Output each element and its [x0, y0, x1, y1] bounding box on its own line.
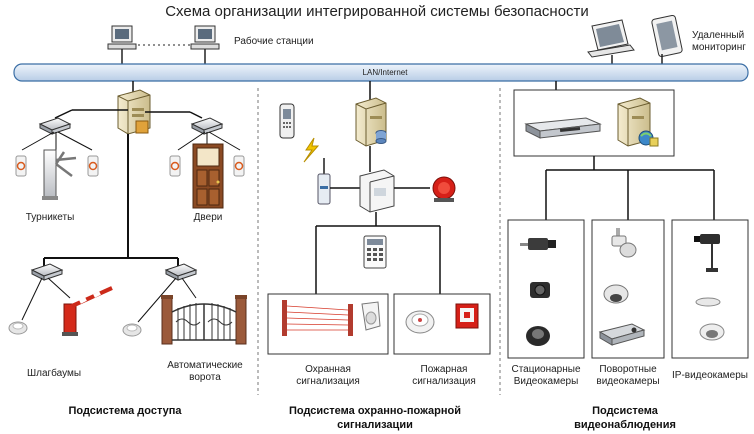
ptz-camera-icon — [611, 228, 637, 258]
doors-label: Двери — [193, 212, 223, 223]
speed-dome-camera-icon — [603, 284, 629, 304]
automatic-gate-icon — [161, 295, 247, 345]
card-reader-icon — [233, 155, 245, 177]
motion-sensor-icon — [361, 301, 381, 331]
alarm-server-icon — [355, 81, 387, 147]
fire-alarm-label-2: сигнализация — [412, 376, 476, 387]
barrier-icon — [62, 286, 113, 336]
fire-alarm-label-1: Пожарная — [420, 364, 468, 375]
video-server-icon — [617, 97, 659, 147]
remote-label-2: мониторинг — [692, 42, 746, 53]
ip-dome-camera-icon — [699, 323, 725, 341]
ir-barrier-icon — [282, 300, 353, 336]
dvr-recorder-icon — [524, 117, 602, 139]
dome-camera-icon — [526, 326, 550, 346]
video-subsystem-title-2: видеонаблюдения — [574, 419, 676, 431]
ptz-cameras-label-2: видеокамеры — [596, 376, 660, 387]
workstations-label: Рабочие станции — [234, 36, 314, 47]
keypad-icon — [363, 235, 387, 269]
ptz-cameras-label-1: Поворотные — [599, 364, 657, 375]
access-subsystem-title: Подсистема доступа — [68, 405, 182, 417]
lan-bus-label: LAN/Internet — [362, 68, 408, 77]
lan-bus — [13, 63, 749, 82]
stationary-cameras-label-1: Стационарные — [511, 364, 581, 375]
alarm-subsystem-title-2: сигнализации — [337, 419, 413, 431]
ip-cameras-label: IP-видеокамеры — [672, 370, 748, 381]
proximity-reader-icon — [8, 321, 28, 335]
workstation-icon-1 — [107, 25, 137, 64]
stationary-cameras-label-2: Видеокамеры — [513, 376, 579, 387]
alarm-panel-icon — [359, 169, 395, 213]
barriers-label: Шлагбаумы — [26, 368, 82, 379]
mobile-phone-icon — [279, 103, 295, 139]
card-reader-icon — [169, 155, 181, 177]
box-camera-icon — [520, 238, 556, 250]
siren-icon — [432, 176, 456, 202]
turnstile-icon — [42, 149, 77, 200]
ptz-keyboard-icon — [598, 323, 646, 346]
ip-dome-camera-icon — [695, 297, 721, 307]
laptop-icon — [587, 19, 635, 64]
gates-label-2: ворота — [189, 372, 221, 383]
controller-icon-door — [190, 117, 224, 135]
card-reader-icon — [87, 155, 99, 177]
smoke-detector-icon — [405, 310, 435, 334]
alarm-subsystem-title-1: Подсистема охранно-пожарной — [288, 405, 462, 417]
gsm-module-icon — [317, 158, 331, 205]
controller-icon-barrier — [30, 263, 64, 281]
controller-icon-turnstile — [38, 117, 72, 135]
tablet-icon — [651, 14, 683, 64]
video-subsystem-title-1: Подсистема — [592, 405, 658, 417]
security-alarm-label-1: Охранная — [305, 364, 351, 375]
turnstiles-label: Турникеты — [25, 212, 75, 223]
mini-camera-icon — [530, 282, 550, 298]
card-reader-icon — [15, 155, 27, 177]
proximity-reader-icon — [122, 323, 142, 337]
access-server-icon — [117, 81, 151, 135]
ip-box-camera-icon — [694, 234, 720, 272]
gates-label-1: Автоматические — [167, 360, 243, 371]
remote-label-1: Удаленный — [692, 30, 745, 41]
manual-call-point-icon — [455, 303, 479, 329]
diagram-title: Схема организации интегрированной систем… — [165, 3, 589, 20]
door-icon — [192, 143, 224, 209]
security-alarm-label-2: сигнализация — [296, 376, 360, 387]
workstation-icon-2 — [190, 25, 220, 64]
controller-icon-gate — [164, 263, 198, 281]
lightning-icon — [303, 137, 320, 163]
